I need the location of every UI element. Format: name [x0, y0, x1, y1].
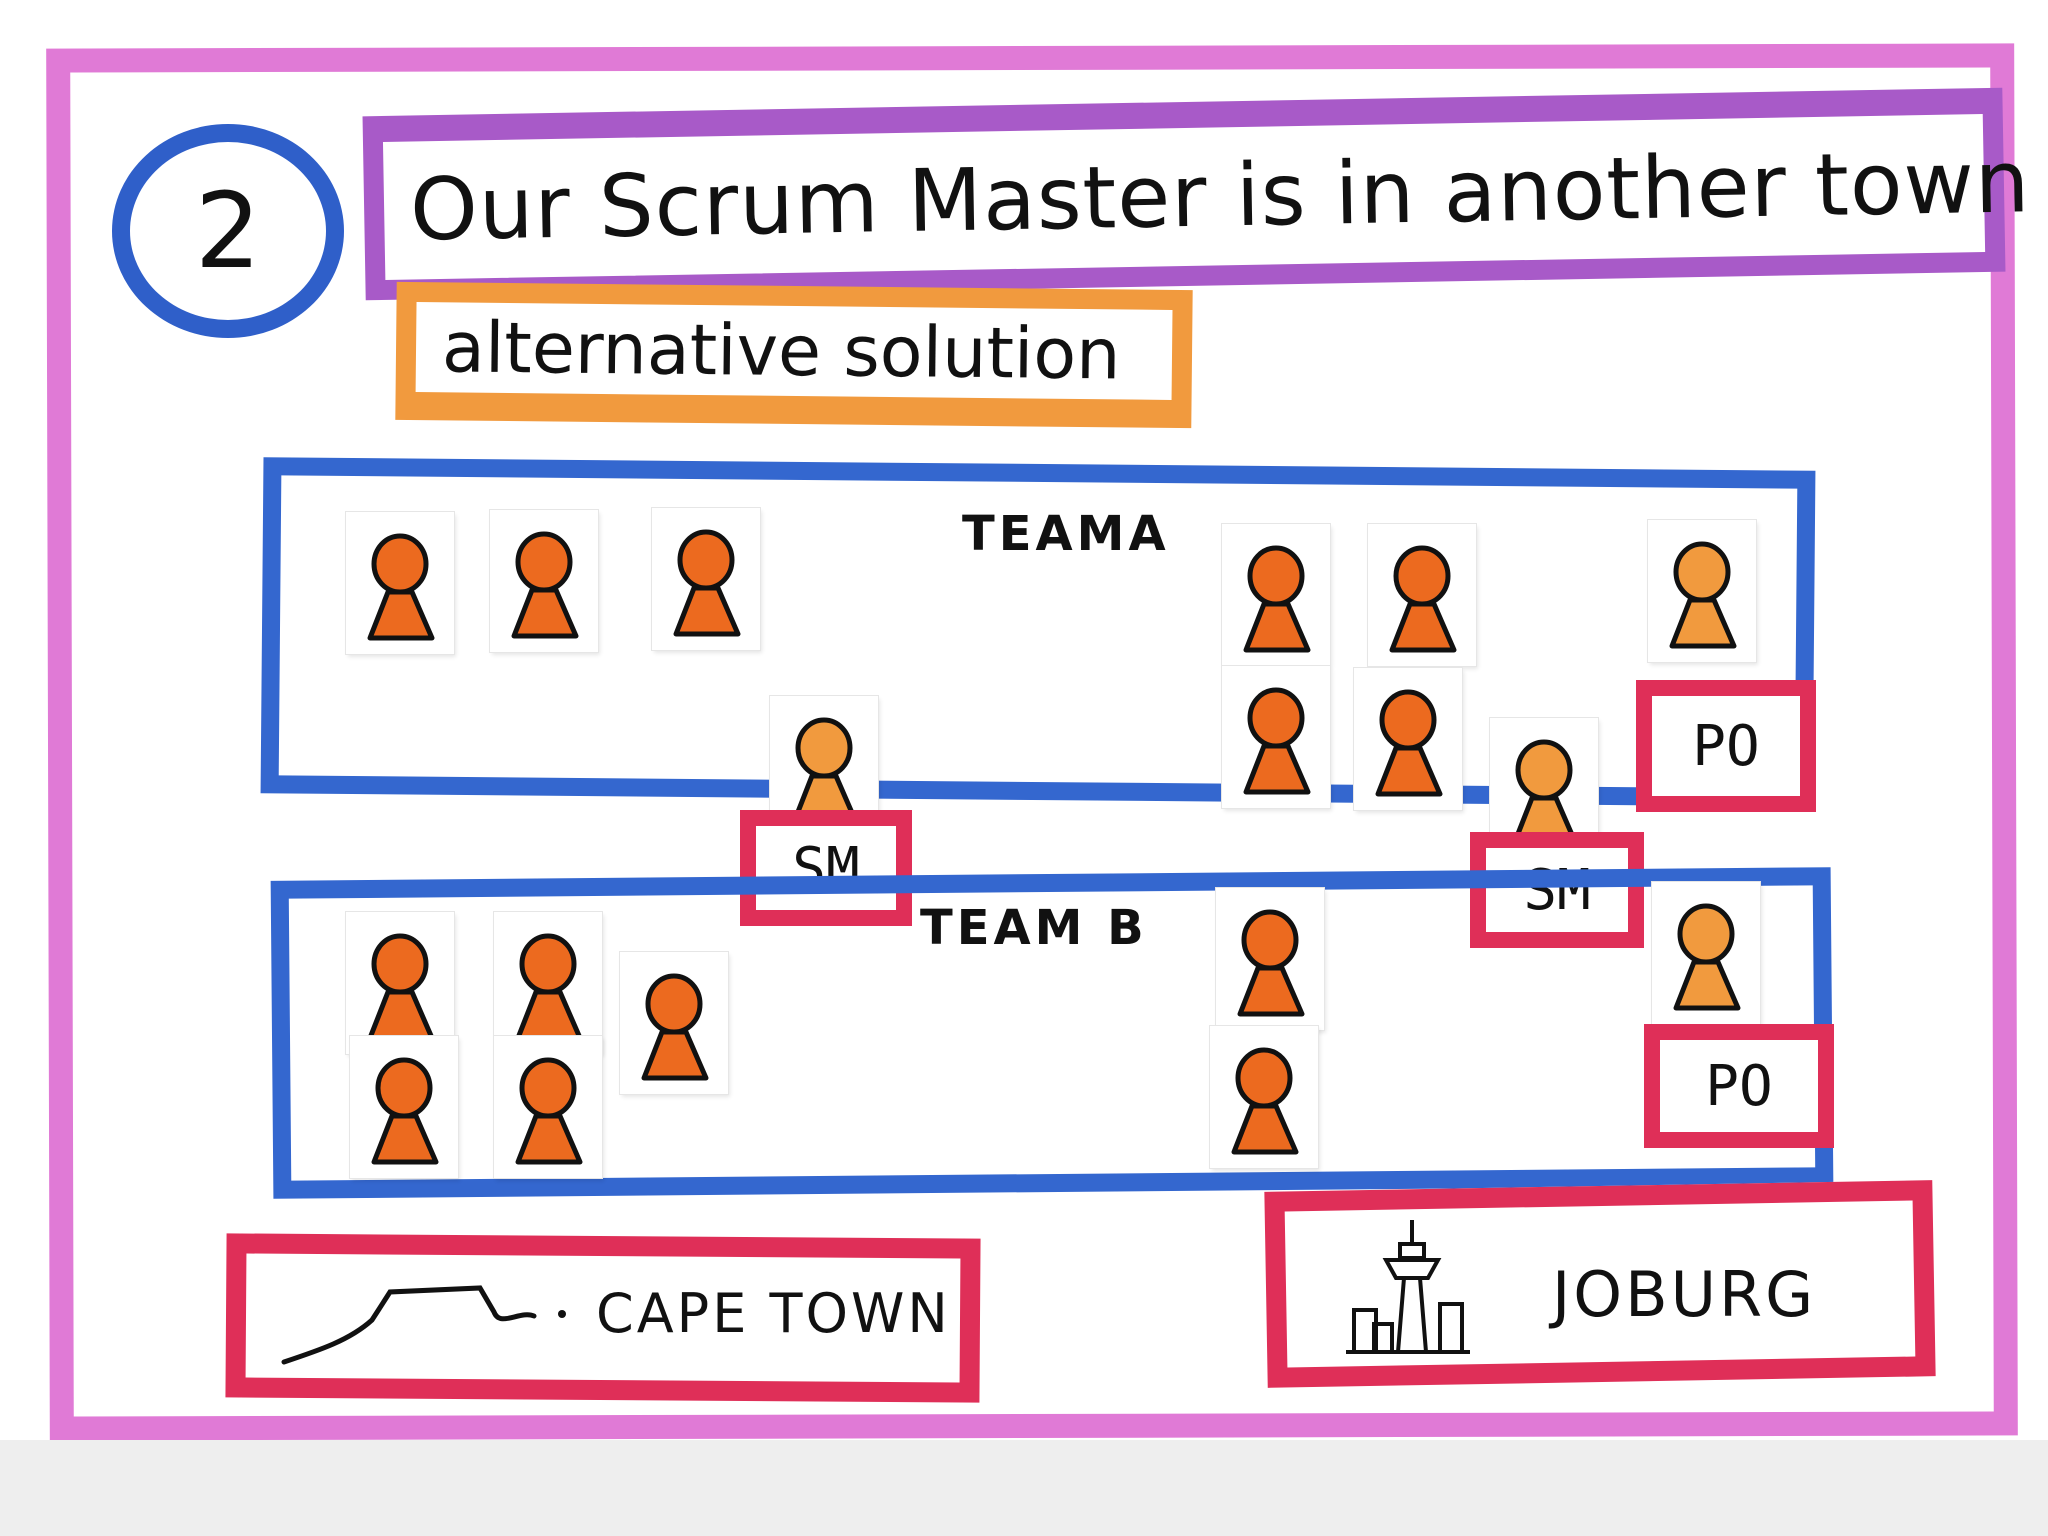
subtitle-text: alternative solution: [441, 306, 1121, 396]
person-icon: [515, 1057, 583, 1165]
person-icon: [511, 531, 579, 639]
person-icon: [1237, 909, 1305, 1017]
person-icon: [1669, 541, 1737, 649]
cape-town-label: CAPE TOWN: [596, 1282, 951, 1345]
person-icon: [371, 1057, 439, 1165]
po-label: PO: [1692, 713, 1760, 779]
person-card: [620, 952, 728, 1094]
person-icon: [367, 933, 435, 1041]
po-box: PO: [1636, 680, 1816, 812]
person-card: [1210, 1026, 1318, 1168]
subtitle-box: alternative solution: [395, 281, 1193, 429]
person-card: [652, 508, 760, 650]
person-card: [490, 510, 598, 652]
person-icon: [1243, 545, 1311, 653]
person-card: [494, 912, 602, 1054]
title-text: Our Scrum Master is in another town: [409, 132, 2032, 261]
person-icon: [367, 533, 435, 641]
table-mountain-icon: [281, 1285, 566, 1365]
person-card: [1222, 524, 1330, 666]
joburg-label: JOBURG: [1552, 1258, 1817, 1331]
step-badge: 2: [112, 124, 344, 338]
person-card: [1648, 520, 1756, 662]
person-icon: [515, 933, 583, 1041]
sm-label: SM: [1523, 857, 1591, 923]
person-card: [346, 912, 454, 1054]
po-label: PO: [1705, 1053, 1773, 1119]
person-icon: [673, 529, 741, 637]
person-card: [1216, 888, 1324, 1030]
team-b-label: TEAM B: [920, 900, 1148, 956]
title-box: Our Scrum Master is in another town: [362, 87, 2031, 301]
person-icon: [1389, 545, 1457, 653]
person-icon: [641, 973, 709, 1081]
sm-box: SM: [1470, 832, 1644, 948]
person-icon: [1375, 689, 1443, 797]
person-icon: [1511, 739, 1579, 847]
person-card: [494, 1036, 602, 1178]
person-card: [1652, 882, 1760, 1024]
person-card: [1368, 524, 1476, 666]
person-icon: [1673, 903, 1741, 1011]
sm-label: SM: [792, 835, 860, 901]
person-card: [1354, 668, 1462, 810]
person-icon: [1231, 1047, 1299, 1155]
person-card: [1222, 666, 1330, 808]
po-box: PO: [1644, 1024, 1834, 1148]
photo-bottom-edge: [0, 1440, 2048, 1536]
hillbrow-tower-icon: [1346, 1220, 1470, 1354]
team-a-label: TEAMA: [962, 506, 1170, 562]
sm-box: SM: [740, 810, 912, 926]
person-card: [350, 1036, 458, 1178]
step-number: 2: [194, 170, 262, 292]
person-card: [346, 512, 454, 654]
person-icon: [1243, 687, 1311, 795]
